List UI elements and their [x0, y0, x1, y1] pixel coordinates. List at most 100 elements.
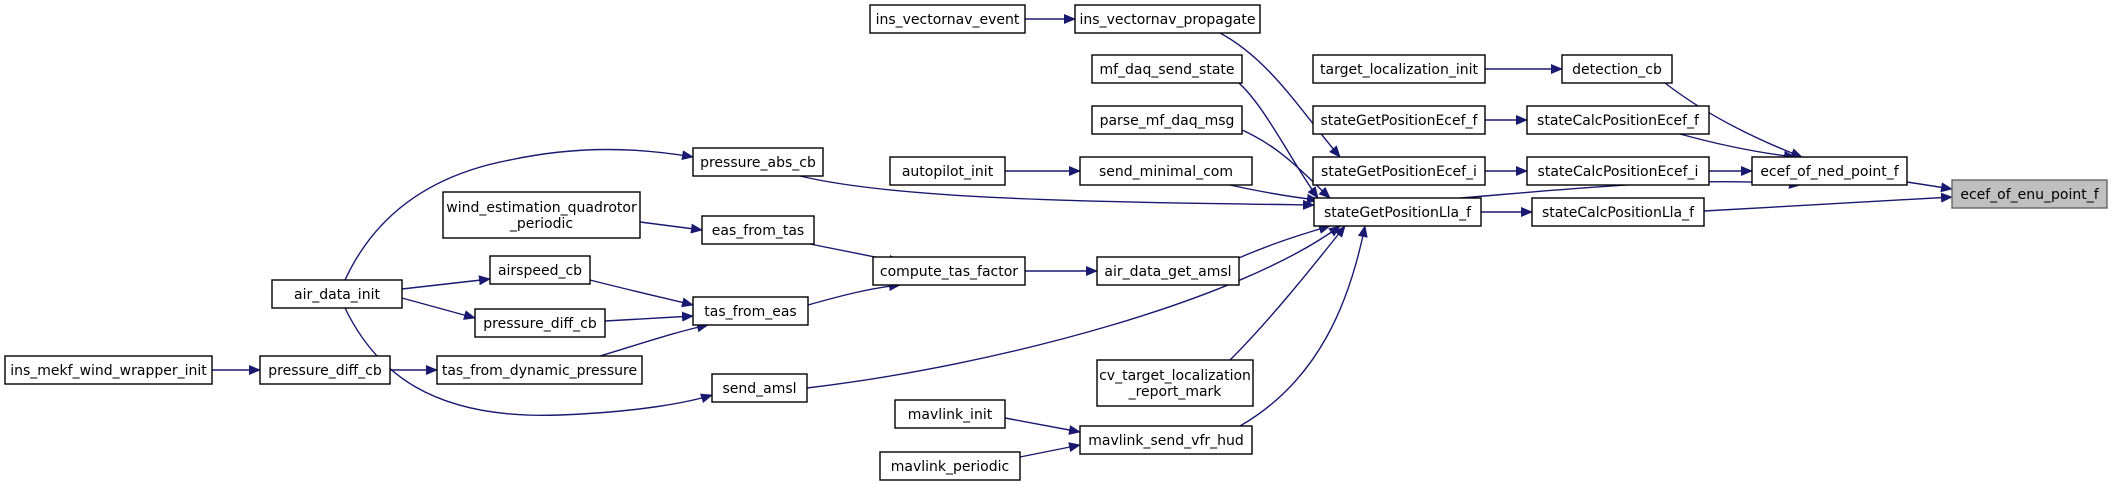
- node-n-sa[interactable]: send_amsl: [711, 373, 808, 403]
- node-box: [436, 355, 643, 385]
- node-n-sgpe-i[interactable]: stateGetPositionEcef_i: [1312, 156, 1486, 186]
- e-adga-sglla: [1229, 224, 1331, 263]
- node-n-tli[interactable]: target_localization_init: [1312, 54, 1486, 84]
- node-box: [894, 399, 1006, 429]
- node-box: [1079, 156, 1253, 186]
- node-label: tas_from_dynamic_pressure: [442, 363, 637, 379]
- node-label: mavlink_init: [908, 407, 993, 423]
- e-sa-sglla-line: [806, 225, 1341, 389]
- e-mi-msvh-line: [1004, 417, 1081, 435]
- e-mp-msvh: [1019, 442, 1081, 458]
- e-pacb-sglla-line: [799, 175, 1315, 210]
- e-ned-focus-line: [1906, 181, 1953, 193]
- e-ctlrm-sglla: [1229, 225, 1346, 361]
- node-label: _report_mark: [1128, 384, 1223, 400]
- node-n-mi[interactable]: mavlink_init: [894, 399, 1006, 429]
- node-n-det[interactable]: detection_cb: [1561, 54, 1673, 84]
- node-box: [879, 451, 1021, 481]
- e-adi-pacb: [344, 148, 694, 281]
- node-n-mp[interactable]: mavlink_periodic: [879, 451, 1021, 481]
- node-n-api[interactable]: autopilot_init: [889, 156, 1006, 186]
- node-n-focus[interactable]: ecef_of_enu_point_f: [1951, 179, 2108, 209]
- node-n-pdcb2[interactable]: pressure_diff_cb: [259, 355, 391, 385]
- node-label: send_amsl: [722, 381, 796, 397]
- e-ivp-sgpe_i: [1219, 32, 1341, 158]
- node-label: _periodic: [509, 216, 573, 232]
- edges: [212, 14, 1953, 458]
- node-n-imwwi[interactable]: ins_mekf_wind_wrapper_init: [4, 355, 213, 385]
- node-n-tfdp[interactable]: tas_from_dynamic_pressure: [436, 355, 643, 385]
- node-box: [1526, 156, 1710, 186]
- node-box: [1096, 256, 1240, 286]
- node-label: compute_tas_factor: [880, 264, 1018, 280]
- node-n-smc[interactable]: send_minimal_com: [1079, 156, 1253, 186]
- node-box: [701, 215, 815, 245]
- node-n-pmfdm[interactable]: parse_mf_daq_msg: [1091, 105, 1243, 135]
- node-label: target_localization_init: [1320, 62, 1478, 78]
- e-adi-ascb: [401, 275, 491, 290]
- e-msvh-sglla: [1239, 225, 1368, 427]
- node-n-weqp[interactable]: wind_estimation_quadrotor_periodic: [442, 191, 641, 239]
- e-det-ned: [1664, 82, 1803, 158]
- e-ned-focus: [1906, 181, 1953, 193]
- e-scll-focus: [1703, 192, 1953, 212]
- node-box: [1531, 197, 1705, 227]
- e-adi-pdcb1-line: [401, 297, 476, 320]
- e-tfe-ctf: [807, 281, 901, 306]
- e-smc-sglla-line: [1229, 184, 1319, 204]
- node-box: [4, 355, 213, 385]
- e-ascb-tfe-line: [589, 279, 694, 308]
- e-scpe_f-ned-line: [1679, 133, 1796, 161]
- node-n-ascb[interactable]: airspeed_cb: [489, 255, 591, 285]
- nodes: ecef_of_enu_point_fecef_of_ned_point_fst…: [4, 4, 2108, 481]
- node-box: [1091, 105, 1243, 135]
- node-n-ned[interactable]: ecef_of_ned_point_f: [1751, 156, 1908, 186]
- e-tfdp-tfe: [599, 322, 709, 357]
- node-label: eas_from_tas: [712, 223, 804, 239]
- node-n-ctf[interactable]: compute_tas_factor: [872, 256, 1026, 286]
- node-label: pressure_diff_cb: [483, 316, 597, 332]
- node-n-ctlrm[interactable]: cv_target_localization_report_mark: [1096, 359, 1254, 407]
- node-n-sgpe-f[interactable]: stateGetPositionEcef_f: [1312, 105, 1486, 135]
- node-box: [1951, 179, 2108, 209]
- node-n-scll[interactable]: stateCalcPositionLla_f: [1531, 197, 1705, 227]
- node-box: [872, 256, 1026, 286]
- e-pacb-sglla: [799, 175, 1315, 210]
- node-box: [489, 255, 591, 285]
- node-n-eft[interactable]: eas_from_tas: [701, 215, 815, 245]
- node-n-sglla[interactable]: stateGetPositionLla_f: [1313, 197, 1482, 227]
- node-label: detection_cb: [1572, 62, 1662, 78]
- node-box: [1091, 54, 1243, 84]
- node-box: [692, 147, 824, 177]
- node-label: send_minimal_com: [1099, 164, 1233, 180]
- node-box: [1312, 156, 1486, 186]
- node-n-mfdss[interactable]: mf_daq_send_state: [1091, 54, 1243, 84]
- node-n-scpe-i[interactable]: stateCalcPositionEcef_i: [1526, 156, 1710, 186]
- node-n-pacb[interactable]: pressure_abs_cb: [692, 147, 824, 177]
- e-mp-msvh-line: [1019, 442, 1081, 458]
- node-label: stateCalcPositionEcef_i: [1538, 164, 1699, 180]
- node-n-adi[interactable]: air_data_init: [271, 279, 403, 309]
- e-mi-msvh: [1004, 417, 1081, 435]
- node-box: [692, 296, 809, 326]
- node-label: ecef_of_enu_point_f: [1960, 187, 2099, 203]
- node-box: [1096, 359, 1254, 407]
- node-n-msvh[interactable]: mavlink_send_vfr_hud: [1079, 425, 1253, 455]
- node-label: pressure_diff_cb: [268, 363, 382, 379]
- node-label: parse_mf_daq_msg: [1100, 113, 1235, 129]
- node-box: [1074, 4, 1261, 34]
- e-pdcb1-tfe: [604, 311, 694, 322]
- e-tfdp-tfe-line: [599, 322, 709, 357]
- node-box: [1312, 54, 1486, 84]
- node-n-ivp[interactable]: ins_vectornav_propagate: [1074, 4, 1261, 34]
- node-n-scpe-f[interactable]: stateCalcPositionEcef_f: [1526, 105, 1710, 135]
- node-n-tfe[interactable]: tas_from_eas: [692, 296, 809, 326]
- e-ivp-sgpe_i-line: [1219, 32, 1341, 158]
- node-box: [259, 355, 391, 385]
- node-n-adga[interactable]: air_data_get_amsl: [1096, 256, 1240, 286]
- node-n-ive[interactable]: ins_vectornav_event: [869, 4, 1026, 34]
- e-weqp-eft-line: [639, 221, 703, 234]
- node-n-pdcb1[interactable]: pressure_diff_cb: [474, 308, 606, 338]
- node-label: ins_vectornav_propagate: [1080, 12, 1256, 28]
- e-ascb-tfe: [589, 279, 694, 308]
